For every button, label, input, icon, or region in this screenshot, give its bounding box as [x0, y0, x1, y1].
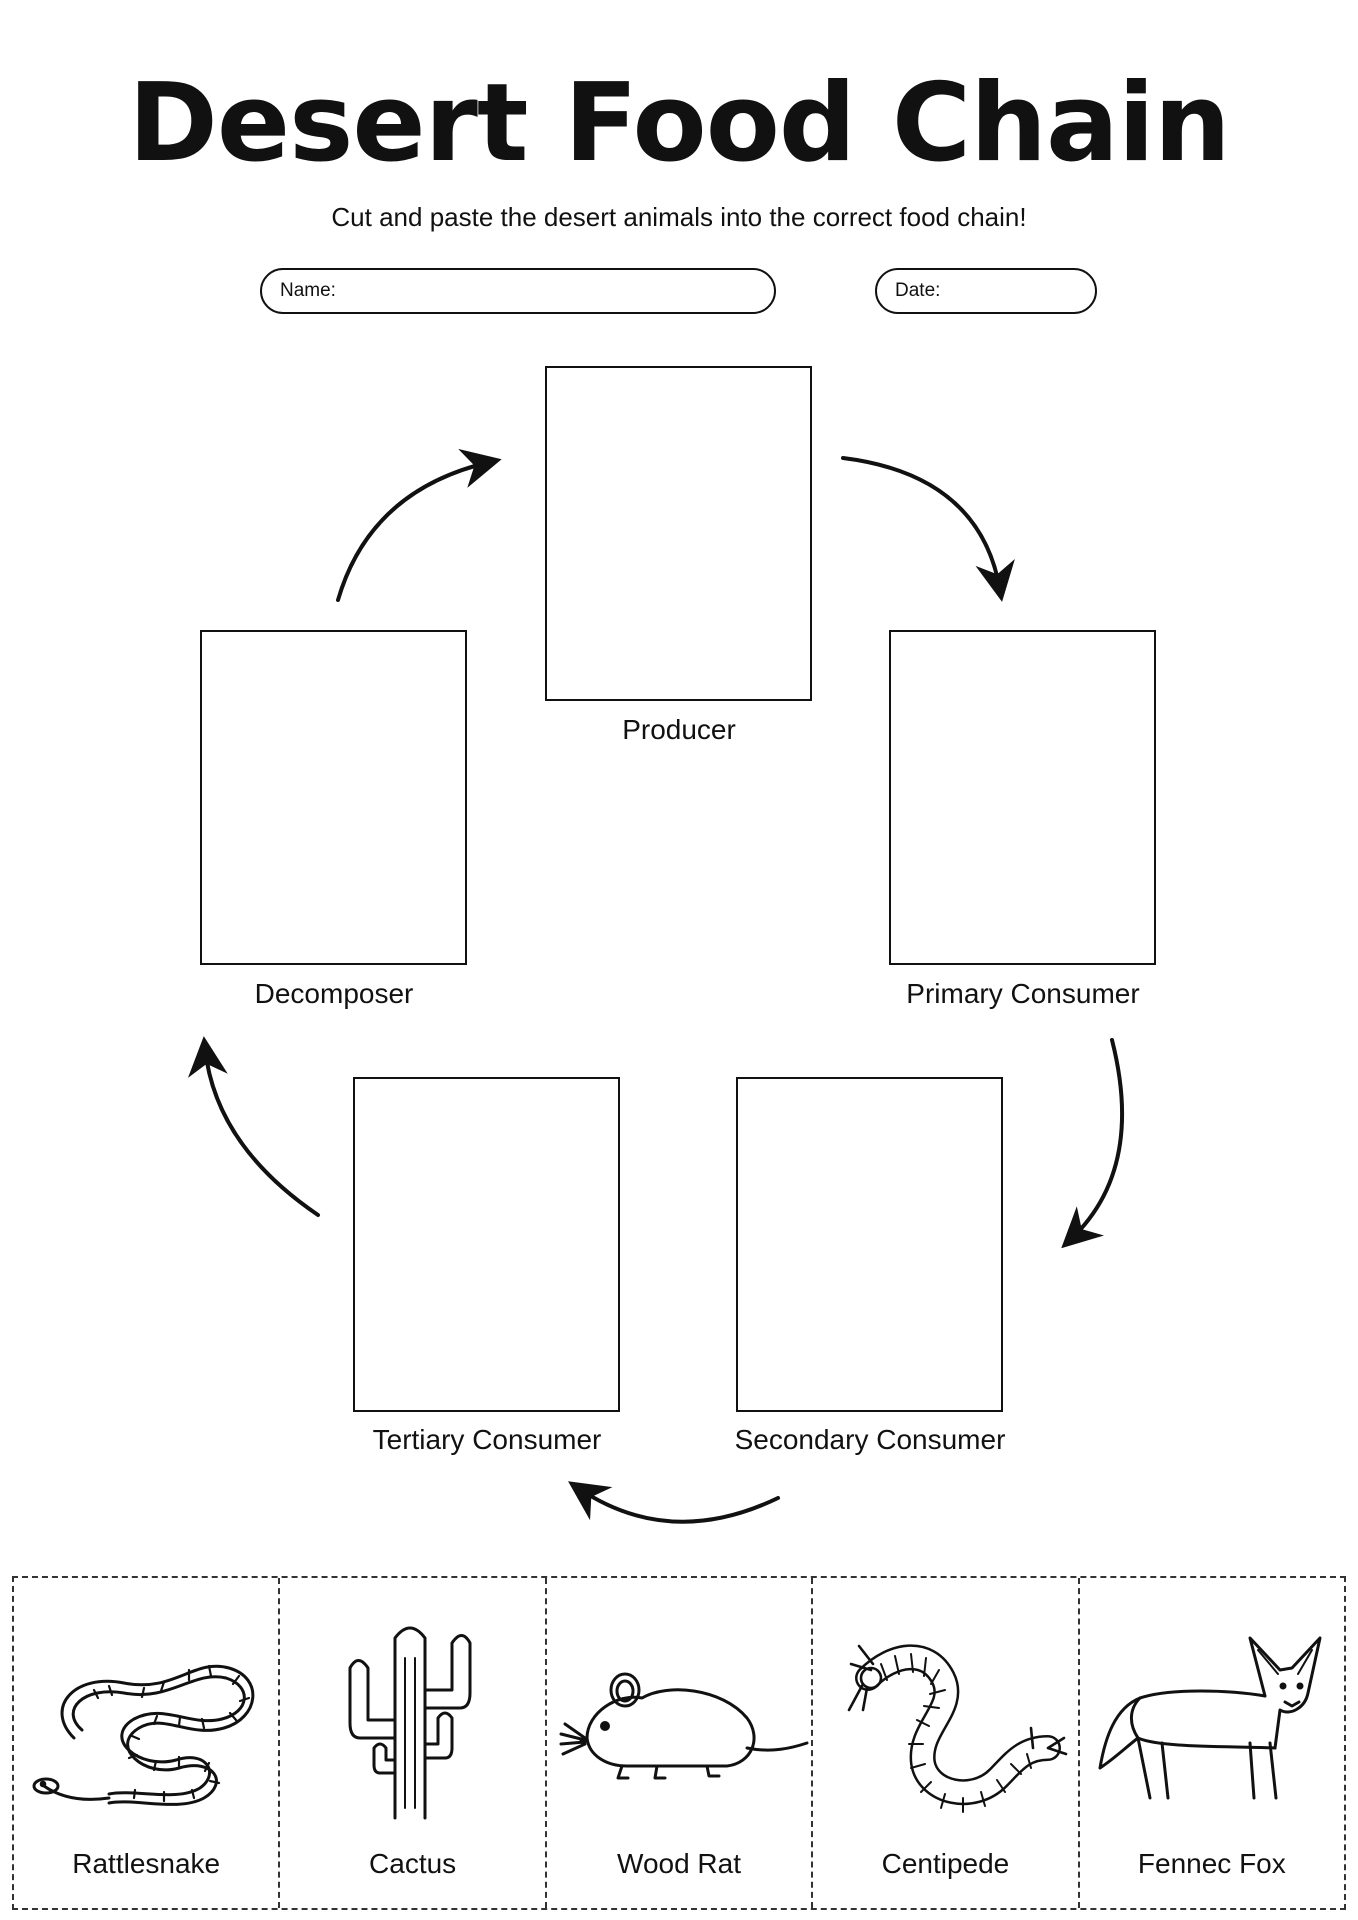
cutout-strip: Rattlesnake Cactus [12, 1576, 1346, 1910]
cutout-label: Wood Rat [617, 1848, 742, 1879]
decomposer-label: Decomposer [254, 978, 414, 1009]
cutout-card-centipede[interactable]: Centipede [813, 1578, 1080, 1908]
cutout-card-fennec-fox[interactable]: Fennec Fox [1080, 1578, 1344, 1908]
cutout-label: Fennec Fox [1137, 1848, 1286, 1879]
arrow-primary-to-secondary [1061, 1038, 1125, 1249]
arrow-tertiary-to-decomposer [187, 1036, 320, 1217]
wood-rat-icon [559, 1672, 809, 1780]
date-label: Date: [895, 280, 941, 301]
cutout-label: Cactus [369, 1848, 457, 1879]
name-field[interactable]: Name: [260, 268, 776, 314]
fennec-fox-icon [1098, 1636, 1322, 1800]
primary-consumer-label: Primary Consumer [906, 978, 1140, 1009]
cutout-label: Centipede [881, 1848, 1010, 1879]
arrow-producer-to-primary [841, 456, 1015, 602]
tertiary-consumer-label: Tertiary Consumer [372, 1424, 602, 1455]
name-label: Name: [280, 280, 336, 301]
secondary-consumer-label: Secondary Consumer [734, 1424, 1006, 1455]
page-title: Desert Food Chain [128, 61, 1231, 186]
arrow-decomposer-to-producer [336, 448, 502, 602]
centipede-icon [847, 1644, 1068, 1813]
cutout-label: Rattlesnake [72, 1848, 221, 1879]
rattlesnake-icon [32, 1664, 255, 1806]
producer-label: Producer [622, 714, 736, 745]
cactus-icon [348, 1626, 472, 1820]
decomposer-slot[interactable] [200, 630, 467, 965]
producer-slot[interactable] [545, 366, 812, 701]
instructions: Cut and paste the desert animals into th… [331, 202, 1027, 232]
arrow-secondary-to-tertiary [568, 1481, 780, 1524]
chain-arrows [187, 448, 1125, 1524]
tertiary-consumer-slot[interactable] [353, 1077, 620, 1412]
cutout-card-wood-rat[interactable]: Wood Rat [547, 1578, 814, 1908]
cutout-card-rattlesnake[interactable]: Rattlesnake [14, 1578, 281, 1908]
primary-consumer-slot[interactable] [889, 630, 1156, 965]
cutout-card-cactus[interactable]: Cactus [280, 1578, 547, 1908]
secondary-consumer-slot[interactable] [736, 1077, 1003, 1412]
date-field[interactable]: Date: [875, 268, 1097, 314]
